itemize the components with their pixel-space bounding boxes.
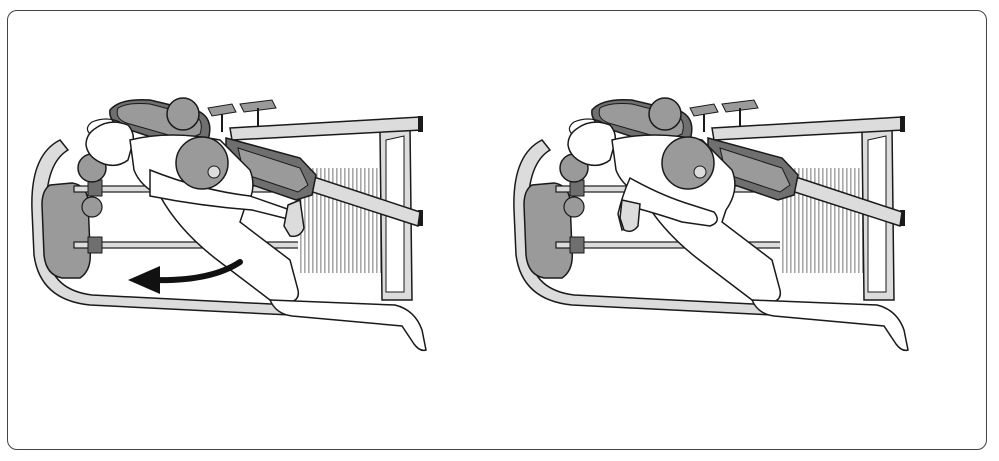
handle-grip [284, 200, 304, 236]
curved-arrow-icon [128, 262, 240, 294]
panel-end-position [514, 98, 908, 350]
handle-grip [620, 200, 640, 231]
panel-start-position [32, 98, 426, 350]
